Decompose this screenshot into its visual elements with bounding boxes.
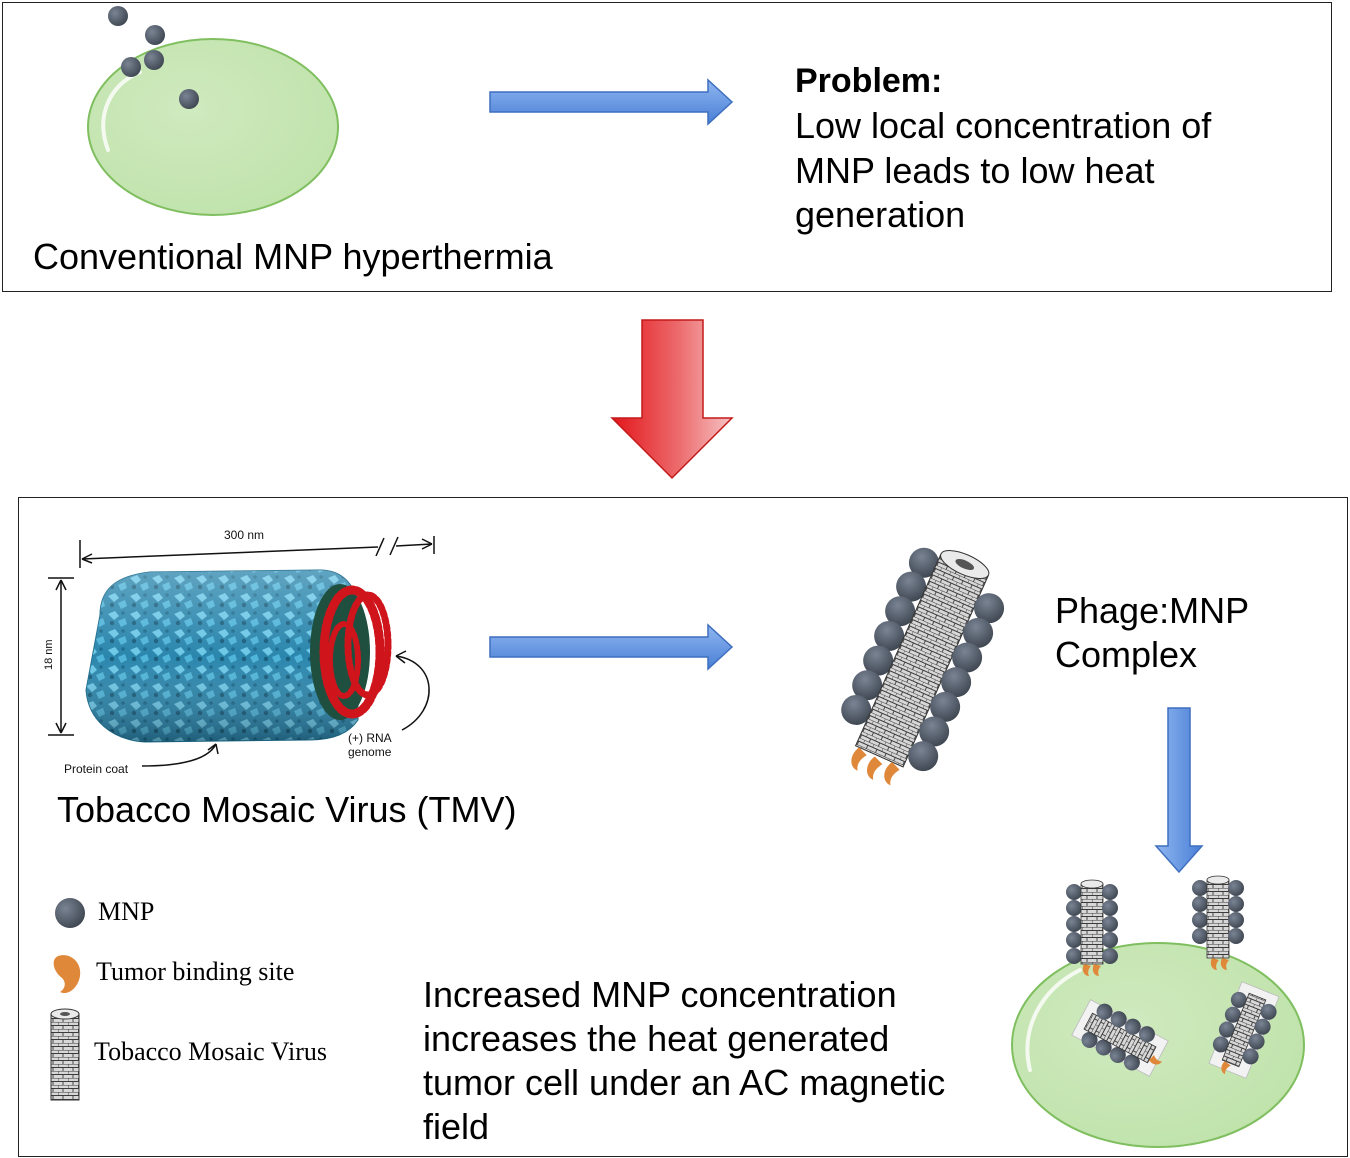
tmv-structure-diagram: 300 nm 18 nm Protein coat (+) RNA genome bbox=[43, 528, 435, 776]
legend-label-tumor-binding-site: Tumor binding site bbox=[96, 957, 295, 986]
targeted-tumor-cell-illustration bbox=[1011, 875, 1305, 1148]
bound-complex bbox=[1192, 875, 1244, 970]
internalized-complex bbox=[1208, 981, 1280, 1079]
legend-label-mnp: MNP bbox=[98, 897, 155, 926]
conventional-hyperthermia-illustration bbox=[87, 6, 339, 216]
complex-label-line2: Complex bbox=[1055, 634, 1198, 675]
tmv-caption: Tobacco Mosaic Virus (TMV) bbox=[57, 789, 517, 830]
bound-complex bbox=[1066, 879, 1118, 976]
problem-heading: Problem: bbox=[795, 62, 943, 100]
tmv-length-label: 300 nm bbox=[224, 528, 264, 542]
protein-coat-label: Protein coat bbox=[64, 762, 129, 776]
problem-line-2: MNP leads to low heat bbox=[795, 150, 1155, 191]
mnp-particle-icon bbox=[55, 898, 85, 928]
blue-arrow-right-icon bbox=[489, 623, 734, 671]
result-line-1: Increased MNP concentration bbox=[423, 974, 897, 1015]
complex-label-line1: Phage:MNP bbox=[1055, 590, 1250, 631]
blue-arrow-right-icon bbox=[489, 78, 734, 126]
rna-label-line2: genome bbox=[348, 745, 392, 759]
tumor-binding-site-icon bbox=[53, 955, 81, 994]
conventional-caption: Conventional MNP hyperthermia bbox=[33, 236, 553, 277]
problem-line-1: Low local concentration of bbox=[795, 105, 1212, 146]
mnp-particle bbox=[145, 25, 165, 45]
internalized-complex bbox=[1071, 999, 1169, 1077]
phage-mnp-complex-illustration bbox=[841, 547, 1005, 786]
mnp-particle bbox=[108, 6, 128, 26]
tobacco-mosaic-virus-icon bbox=[50, 1008, 80, 1101]
tmv-diameter-label: 18 nm bbox=[43, 639, 55, 670]
result-line-2: increases the heat generated bbox=[423, 1018, 890, 1059]
legend-label-tmv: Tobacco Mosaic Virus bbox=[94, 1037, 327, 1066]
result-line-4: field bbox=[423, 1106, 490, 1147]
rna-label-line1: (+) RNA bbox=[348, 731, 392, 745]
tumor-cell bbox=[87, 38, 339, 216]
mnp-particle bbox=[121, 57, 141, 77]
problem-line-3: generation bbox=[795, 194, 966, 235]
blue-arrow-down-icon bbox=[1154, 707, 1204, 874]
mnp-particle bbox=[179, 89, 199, 109]
result-line-3: tumor cell under an AC magnetic bbox=[423, 1062, 946, 1103]
tmv-rna-genome bbox=[319, 585, 392, 719]
red-arrow-down-icon bbox=[610, 319, 734, 480]
mnp-particle bbox=[144, 50, 164, 70]
